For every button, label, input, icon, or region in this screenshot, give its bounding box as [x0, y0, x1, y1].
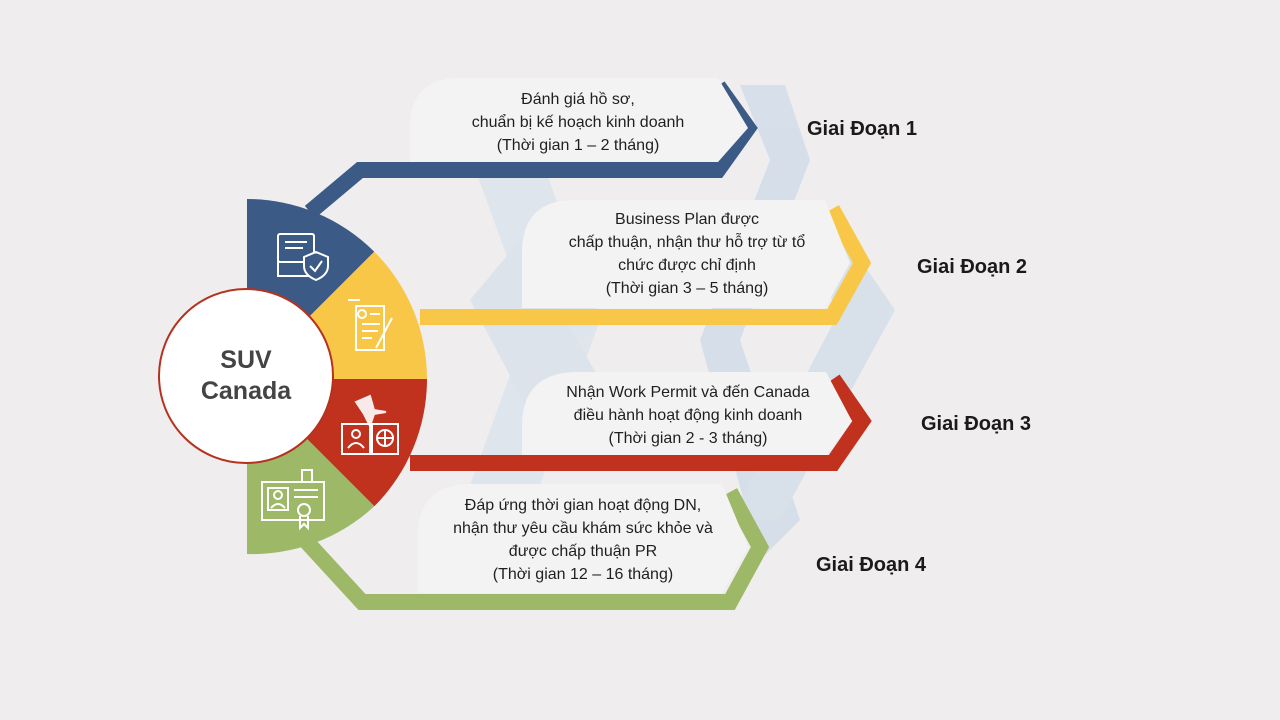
stage-2-box — [522, 200, 850, 308]
stage-3-line: (Thời gian 2 - 3 tháng) — [608, 429, 768, 447]
stage-2-connector — [420, 205, 872, 325]
center-circle — [158, 288, 334, 464]
stage-2-line: Business Plan được — [615, 211, 759, 228]
id-certificate-icon — [261, 469, 325, 531]
stage-2-line: chức được chỉ định — [618, 257, 756, 274]
stage-4-line: nhận thư yêu cầu khám sức khỏe và — [453, 520, 713, 537]
stage-1-box — [410, 78, 748, 162]
stage-3-box — [522, 372, 852, 455]
signed-contract-icon — [348, 299, 393, 351]
stage-2-line: chấp thuận, nhận thư hỗ trợ từ tổ — [568, 234, 806, 251]
stage-4-label: Giai Đoạn 4 — [816, 554, 927, 576]
center-title-line1: SUV — [220, 346, 272, 374]
stage-1-line: chuẩn bị kế hoạch kinh doanh — [471, 113, 685, 131]
stage-1-label: Giai Đoạn 1 — [807, 118, 918, 140]
stage-3-text: Nhận Work Permit và đến Canada điều hành… — [528, 378, 848, 452]
stage-4-text: Đáp ứng thời gian hoạt động DN, nhận thư… — [422, 490, 744, 590]
stage-4-line: Đáp ứng thời gian hoạt động DN, — [464, 497, 702, 514]
stage-1-line: Đánh giá hồ sơ, — [521, 90, 635, 108]
stage-1-line: (Thời gian 1 – 2 tháng) — [496, 136, 660, 154]
travel-passport-icon — [341, 394, 399, 455]
stage-3-connector — [410, 374, 872, 471]
stage-3-line: điều hành hoạt động kinh doanh — [573, 406, 803, 424]
center-title-line2: Canada — [200, 377, 292, 405]
document-shield-icon — [277, 233, 329, 282]
stage-2-line: (Thời gian 3 – 5 tháng) — [605, 280, 769, 297]
stage-4-connector — [299, 488, 770, 610]
stage-3-line: Nhận Work Permit và đến Canada — [566, 383, 810, 401]
stage-3-label: Giai Đoạn 3 — [921, 413, 1032, 435]
center-title: SUV Canada — [160, 292, 332, 460]
stage-4-line: được chấp thuận PR — [508, 543, 658, 560]
stage-2-label: Giai Đoạn 2 — [917, 256, 1028, 278]
stage-1-text: Đánh giá hồ sơ, chuẩn bị kế hoạch kinh d… — [418, 84, 738, 160]
stage-4-line: (Thời gian 12 – 16 tháng) — [492, 566, 674, 583]
stage-2-text: Business Plan được chấp thuận, nhận thư … — [528, 205, 846, 303]
stage-4-box — [418, 484, 748, 593]
